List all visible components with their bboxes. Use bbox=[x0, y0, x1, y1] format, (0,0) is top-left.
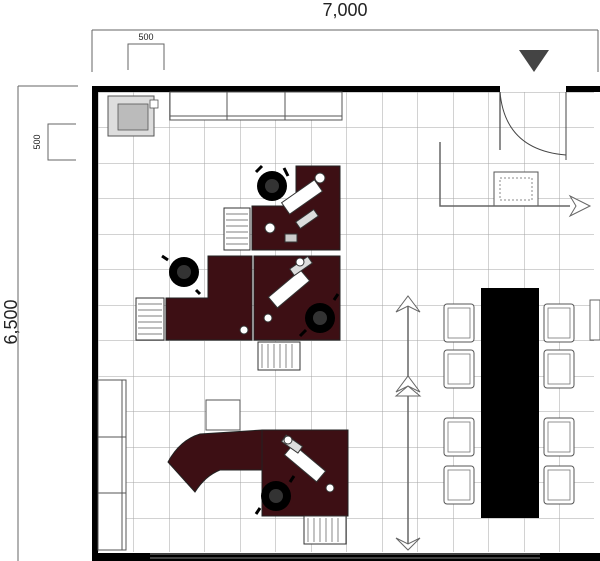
coat-rack bbox=[493, 171, 539, 207]
left-storage-cabinets bbox=[97, 379, 127, 551]
partition-vertical bbox=[394, 295, 422, 551]
workstation-top bbox=[223, 165, 341, 251]
right-wall-opening bbox=[589, 299, 600, 341]
entrance-door bbox=[499, 91, 567, 160]
monitor-icon bbox=[280, 179, 324, 215]
module-dimension-top: 500 bbox=[127, 32, 165, 70]
triangle-down-icon bbox=[519, 50, 549, 72]
walls bbox=[92, 86, 600, 561]
width-label: 7,000 bbox=[322, 0, 367, 20]
monitor-icon bbox=[283, 443, 327, 483]
width-dimension: 7,000 bbox=[91, 0, 599, 72]
module-dimension-left: 500 bbox=[32, 123, 76, 161]
chair-icon bbox=[298, 293, 340, 338]
module-v-label: 500 bbox=[32, 134, 42, 149]
window-bottom bbox=[150, 553, 540, 559]
chair-icon bbox=[161, 254, 202, 296]
partition-top bbox=[439, 142, 592, 218]
height-label: 6,500 bbox=[1, 299, 21, 344]
module-h-label: 500 bbox=[138, 32, 153, 42]
height-dimension: 6,500 bbox=[1, 85, 78, 561]
chair-icon bbox=[254, 475, 296, 515]
meeting-table bbox=[481, 288, 539, 518]
monitor-icon bbox=[267, 269, 311, 309]
chair-icon bbox=[254, 164, 290, 201]
top-storage-cabinets bbox=[169, 91, 343, 121]
workstation-middle-left bbox=[135, 255, 253, 341]
copier bbox=[107, 95, 159, 137]
